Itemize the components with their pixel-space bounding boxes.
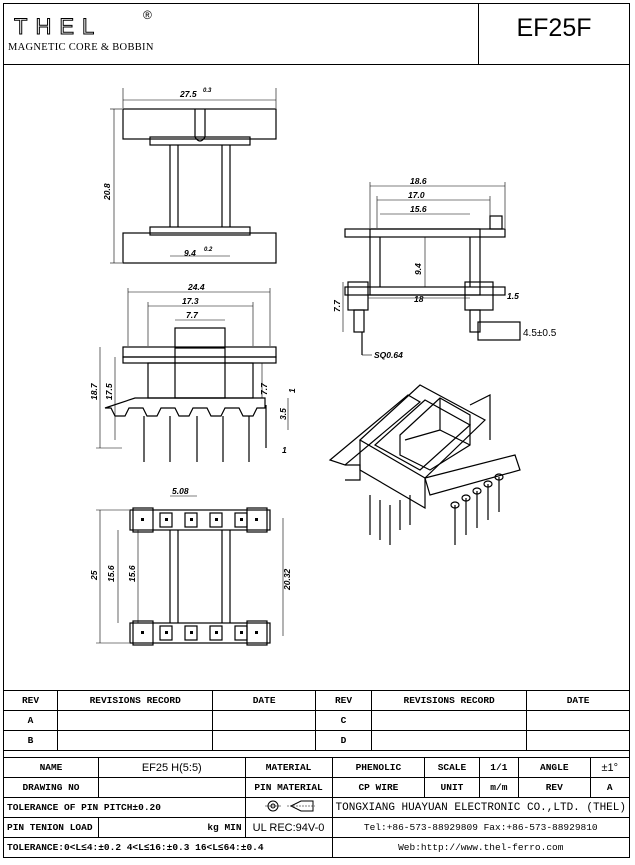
rev-value: A — [589, 777, 630, 798]
spec-row-drawing: DRAWING NO PIN MATERIAL CP WIRE UNIT m/m… — [3, 777, 630, 798]
dim-front-h3: 7.7 — [259, 382, 269, 395]
top-view-upper-ledge — [149, 136, 251, 146]
dim-front-h1: 18.7 — [89, 382, 99, 400]
drawing-no-value — [97, 777, 246, 798]
dim-side-span: 18 — [414, 294, 424, 304]
date-cell — [212, 730, 316, 751]
dim-top-core: 9.4 — [184, 248, 196, 258]
dim-front-w3: 7.7 — [186, 310, 199, 320]
material-label: MATERIAL — [244, 757, 333, 778]
dim-side-w1: 18.6 — [410, 176, 427, 186]
projection-symbol-cell — [244, 797, 333, 818]
brand-tagline: MAGNETIC CORE & BOBBIN — [8, 42, 154, 53]
angle-label: ANGLE — [518, 757, 591, 778]
header-divider — [3, 64, 630, 65]
general-tolerance: TOLERANCE:0<L≤4:±0.2 4<L≤16:±0.3 16<L≤64… — [3, 837, 333, 858]
top-view-lower-flange — [122, 232, 277, 264]
drawing-no-label: DRAWING NO — [3, 777, 99, 798]
header-vertical-divider — [478, 3, 479, 64]
spec-row-tolerance: TOLERANCE:0<L≤4:±0.2 4<L≤16:±0.3 16<L≤64… — [3, 837, 631, 858]
dim-front-d3: 1 — [282, 445, 287, 455]
rev-label: REV — [518, 777, 591, 798]
record-cell — [370, 730, 528, 751]
dim-front-d1: 1 — [287, 388, 297, 393]
rev-cell: D — [315, 730, 372, 751]
side-view — [344, 215, 521, 355]
date-cell — [526, 710, 630, 731]
dim-front-w1: 24.4 — [187, 282, 205, 292]
dim-top-width: 27.5 — [179, 89, 197, 99]
dim-bottom-h2: 15.6 — [106, 565, 116, 582]
dim-side-pin-sq: SQ0.64 — [374, 350, 403, 360]
dim-bottom-h1: 25 — [89, 570, 99, 581]
top-view-lower-ledge — [149, 226, 251, 236]
pin-material-value: CP WIRE — [331, 777, 426, 798]
dim-top-core-tol: 0.2 — [204, 247, 213, 253]
date-header: DATE — [212, 690, 316, 711]
front-view — [104, 327, 277, 462]
name-label: NAME — [3, 757, 99, 778]
part-number: EF25F — [516, 14, 592, 42]
record-cell — [57, 730, 214, 751]
website: Web:http://www.thel-ferro.com — [331, 837, 631, 858]
revisions-row: B D — [2, 730, 630, 751]
spec-row-pin-tension: PIN TENION LOAD kg MIN UL REC:94V-0 Tel:… — [3, 817, 631, 838]
technical-drawing: 27.5 0.3 20.8 9.4 0.2 18.6 17.0 15.6 9.4… — [89, 88, 557, 646]
ul-rating: UL REC:94V-0 — [244, 817, 333, 838]
dim-side-hpin: 7.7 — [332, 299, 342, 312]
name-value: EF25 H(5:5) — [97, 757, 246, 778]
dim-bottom-pitch: 5.08 — [172, 486, 189, 496]
dim-side-w2: 17.0 — [408, 190, 425, 200]
scale-value: 1/1 — [478, 757, 520, 778]
rev-cell: B — [2, 730, 59, 751]
dim-side-h: 9.4 — [413, 263, 423, 275]
record-cell — [370, 710, 528, 731]
dim-top-height: 20.8 — [102, 183, 112, 201]
contact-tel-fax: Tel:+86-573-88929809 Fax:+86-573-8892981… — [331, 817, 631, 838]
date-cell — [526, 730, 630, 751]
unit-value: m/m — [478, 777, 520, 798]
pin-material-label: PIN MATERIAL — [244, 777, 333, 798]
spec-row-name: NAME EF25 H(5:5) MATERIAL PHENOLIC SCALE… — [3, 757, 630, 778]
revisions-row: A C — [2, 710, 630, 731]
material-value: PHENOLIC — [331, 757, 426, 778]
rev-header: REV — [2, 690, 59, 711]
revisions-record-header: REVISIONS RECORD — [57, 690, 214, 711]
pin-tension-label: PIN TENION LOAD — [3, 817, 99, 838]
drawing-frame — [3, 3, 630, 858]
record-cell — [57, 710, 214, 731]
dim-side-pin-thk: 1.5 — [507, 291, 519, 301]
rev-cell: C — [315, 710, 372, 731]
dim-side-pin-len: 4.5±0.5 — [523, 328, 557, 339]
dim-front-d2: 3.5 — [278, 408, 288, 420]
revisions-record-header-2: REVISIONS RECORD — [370, 690, 528, 711]
revisions-header-row: REV REVISIONS RECORD DATE REV REVISIONS … — [2, 690, 630, 711]
dim-front-w2: 17.3 — [182, 296, 199, 306]
unit-label: UNIT — [424, 777, 480, 798]
brand-logo: THEL — [13, 14, 103, 40]
dim-front-h2: 17.5 — [104, 383, 114, 400]
dim-bottom-h3: 15.6 — [127, 565, 137, 582]
registered-mark: ® — [143, 8, 152, 22]
isometric-view — [328, 384, 521, 545]
third-angle-projection-icon — [264, 800, 315, 812]
dim-side-w3: 15.6 — [410, 204, 427, 214]
top-view-upper-flange — [122, 108, 277, 140]
rev-header-2: REV — [315, 690, 372, 711]
scale-label: SCALE — [424, 757, 480, 778]
revisions-table: REV REVISIONS RECORD DATE REV REVISIONS … — [2, 690, 630, 751]
top-view — [122, 108, 277, 264]
angle-value: ±1° — [589, 757, 630, 778]
spec-row-tolerance-pitch: TOLERANCE OF PIN PITCH±0.20 TONGXIANG HU… — [3, 797, 631, 818]
dim-top-width-tol: 0.3 — [203, 88, 212, 94]
tolerance-pitch: TOLERANCE OF PIN PITCH±0.20 — [3, 797, 246, 818]
spec-table: NAME EF25 H(5:5) MATERIAL PHENOLIC SCALE… — [3, 757, 631, 858]
date-header-2: DATE — [526, 690, 630, 711]
date-cell — [212, 710, 316, 731]
bottom-view — [129, 507, 271, 646]
company-name: TONGXIANG HUAYUAN ELECTRONIC CO.,LTD. (T… — [331, 797, 631, 818]
rev-cell: A — [2, 710, 59, 731]
dim-bottom-h4: 20.32 — [282, 568, 292, 591]
pin-tension-unit: kg MIN — [97, 817, 246, 838]
